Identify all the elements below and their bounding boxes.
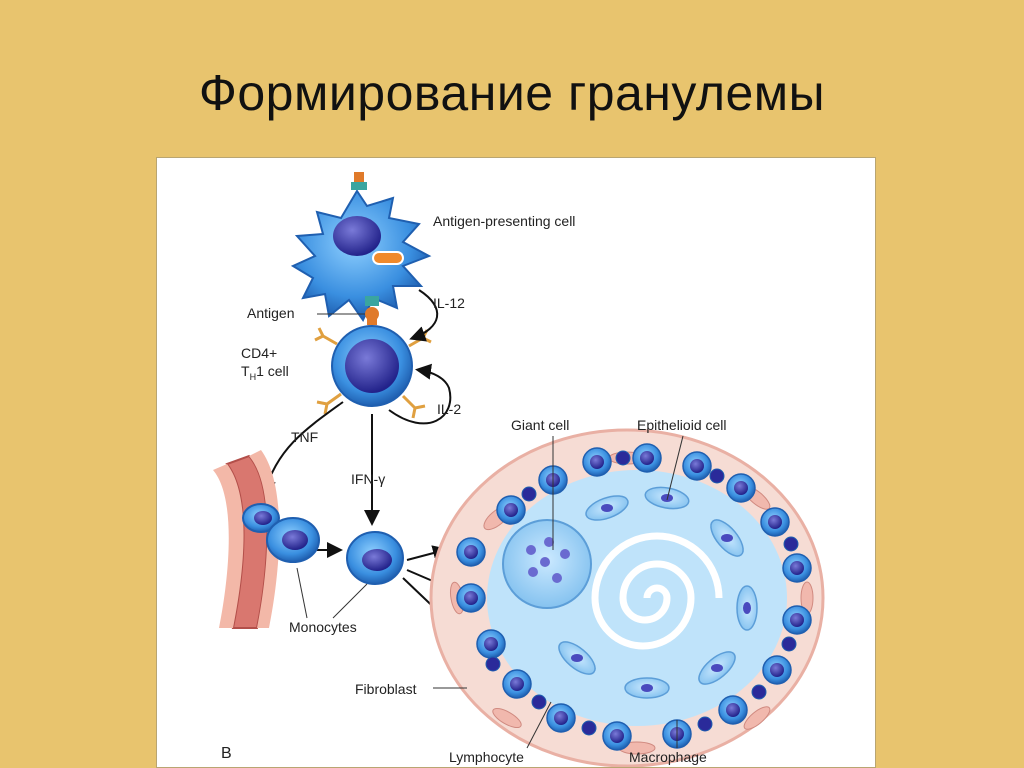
label-lymphocyte: Lymphocyte — [449, 749, 524, 765]
blood-vessel — [213, 450, 280, 629]
epithelioid-swirl — [591, 532, 723, 650]
antigen-presenting-cell — [290, 172, 432, 323]
macrophage-ring — [456, 443, 812, 751]
label-il12: IL-12 — [433, 295, 465, 311]
antigen-receptor — [365, 296, 379, 325]
panel-letter: B — [221, 745, 232, 762]
label-cd4: CD4+ — [241, 345, 277, 361]
label-tnf: TNF — [291, 429, 318, 445]
label-giant-cell: Giant cell — [511, 417, 569, 433]
label-th1-t: T — [241, 363, 250, 379]
label-th1-cell: TH1 cell — [241, 363, 289, 382]
label-il2: IL-2 — [437, 401, 461, 417]
label-fibroblast: Fibroblast — [355, 681, 417, 697]
label-ifn-gamma: IFN-γ — [351, 471, 385, 487]
monocyte-2 — [266, 517, 320, 563]
lymphocytes — [485, 450, 799, 736]
granuloma — [429, 428, 825, 767]
figure-panel: Antigen-presenting cell Antigen CD4+ TH1… — [156, 157, 876, 768]
monocyte-1 — [242, 503, 280, 533]
label-monocytes: Monocytes — [289, 619, 357, 635]
label-macrophage: Macrophage — [629, 749, 707, 765]
granuloma-diagram: Antigen-presenting cell Antigen CD4+ TH1… — [213, 172, 825, 767]
label-epithelioid-cell: Epithelioid cell — [637, 417, 727, 433]
label-th1-sub: H — [250, 372, 257, 382]
il12-arrow — [409, 289, 439, 342]
il2-arrow — [388, 363, 452, 425]
label-antigen-presenting-cell: Antigen-presenting cell — [433, 213, 575, 229]
label-th1-rest: 1 cell — [256, 363, 289, 379]
tnf-arrow — [260, 401, 344, 496]
cd4-th1-cell — [314, 325, 432, 419]
slide-title: Формирование гранулемы — [198, 65, 826, 121]
monocyte-3 — [346, 531, 404, 585]
label-antigen: Antigen — [247, 305, 294, 321]
